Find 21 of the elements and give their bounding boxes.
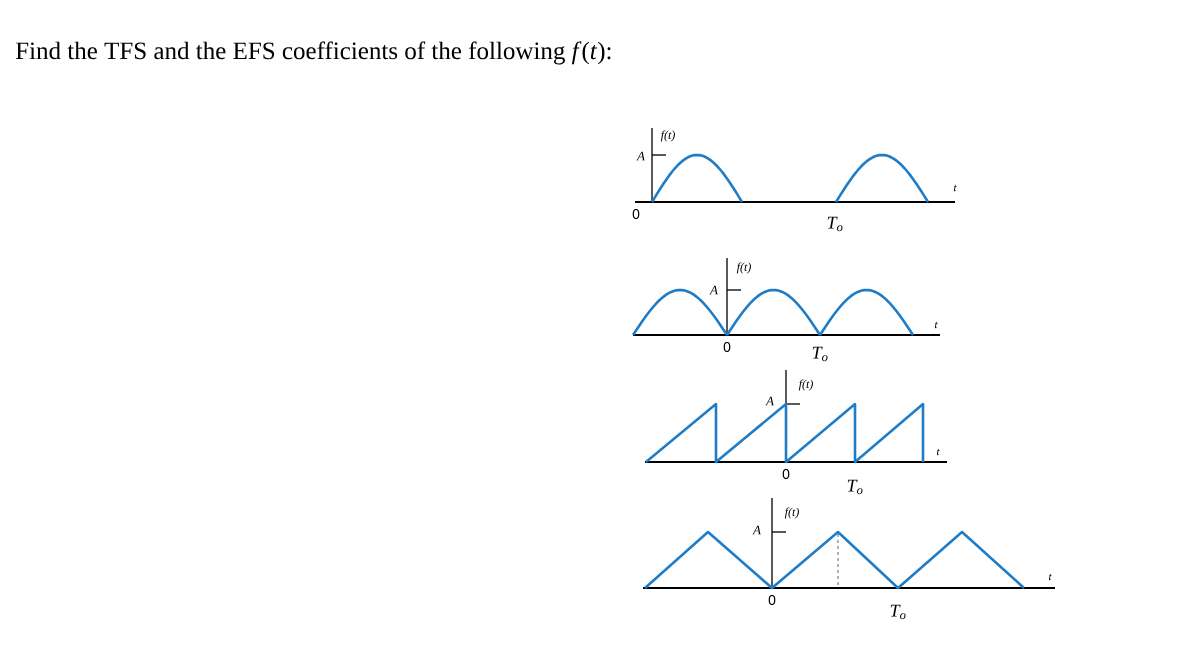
axis-label: f(t) [798, 379, 813, 391]
origin-label: 0 [768, 595, 776, 605]
axis-label: f(t) [736, 262, 751, 274]
amplitude-label: A [752, 525, 761, 535]
axis-label: t [934, 321, 938, 329]
question-text: Find the TFS and the EFS coefficients of the following f(t): [15, 41, 611, 65]
origin-label: 0 [632, 209, 640, 219]
axis-label: t [953, 184, 957, 192]
period-label: T$_{o}$ [827, 216, 843, 232]
period-label: T$_{o}$ [847, 479, 863, 495]
period-label: T$_{o}$ [890, 604, 906, 620]
amplitude-label: A [765, 396, 774, 406]
amplitude-label: A [709, 285, 718, 295]
period-label: T$_{o}$ [812, 346, 828, 362]
amplitude-label: A [636, 151, 645, 161]
axis-label: f(t) [784, 507, 799, 519]
origin-label: 0 [782, 469, 790, 479]
origin-label: 0 [723, 342, 731, 352]
axis-label: t [936, 448, 940, 456]
axis-label: f(t) [660, 130, 675, 142]
axis-label: t [1048, 573, 1052, 581]
